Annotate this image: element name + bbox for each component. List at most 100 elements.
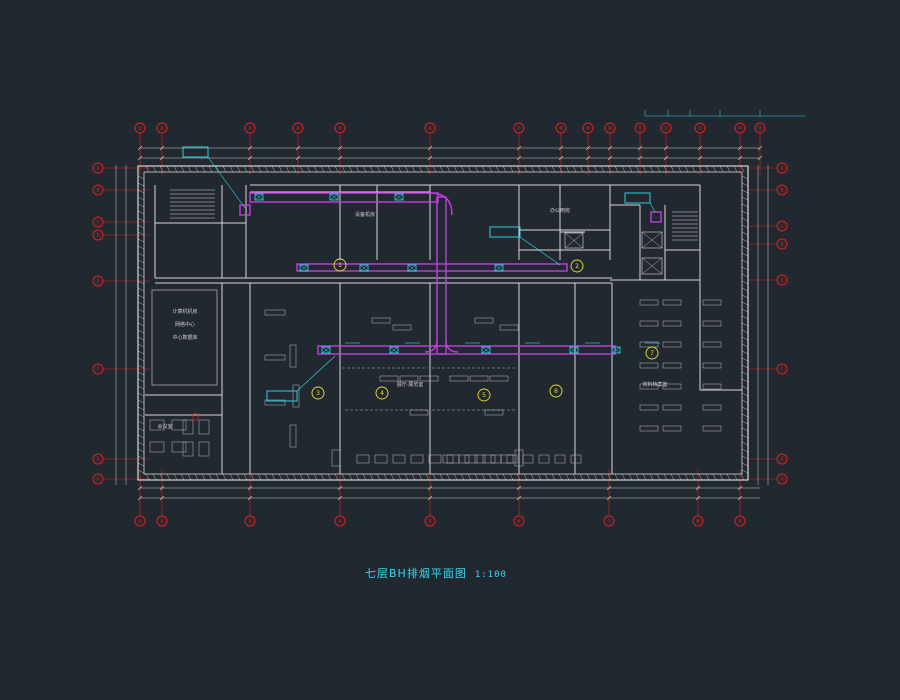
dimension-tick [295,145,301,151]
desk [702,362,722,369]
axis-bubble-bottom-circle [603,515,615,527]
wall-hatch [741,294,749,299]
wall-hatch [572,165,577,173]
wall-hatch [137,364,145,369]
axis-bubble-left-label: Ⓐ [95,164,101,172]
wall-hatch [208,473,213,481]
computer-room-box [151,289,218,386]
dimension-tick [695,485,701,491]
desk [474,454,486,464]
wall-hatch [222,473,227,481]
wall-hatch [663,165,668,173]
dimension-tick [137,155,143,161]
wall-hatch [741,189,749,194]
wall-hatch [460,473,465,481]
dimension-tick [247,495,253,501]
axis-bubble-bottom-label: ⑦ [607,518,612,525]
exhaust-outlet [321,346,331,354]
wall-hatch [137,203,145,208]
wall-hatch [740,165,745,173]
elevator-shaft [564,232,584,249]
wall-hatch [670,165,675,173]
wall-hatch [741,343,749,348]
desk [442,454,454,464]
wall-hatch [565,473,570,481]
axis-bubble-left-circle [92,229,104,241]
wall-hatch [411,473,416,481]
wall-hatch [137,315,145,320]
desk [428,454,442,464]
smoke-zone-circle [333,258,347,272]
wall-hatch [137,329,145,334]
desk [392,454,406,464]
axis-bubble-top-circle [292,122,304,134]
axis-bubble-right-circle [776,238,788,250]
wall-hatch [362,165,367,173]
exhaust-outlet [299,264,309,272]
exhaust-outlet [611,346,621,354]
wall-hatch [334,473,339,481]
wall-hatch [145,165,150,173]
elevator-cross [641,231,663,249]
wall-hatch [137,462,145,467]
axis-bubble-right-circle [776,162,788,174]
wall-hatch [467,473,472,481]
axis-bubble-right-circle [776,453,788,465]
wall-hatch [137,420,145,425]
outlet-x [407,264,417,272]
axis-bubble-bottom-circle [334,515,346,527]
desk [702,320,722,327]
axis-bubble-top-circle [694,122,706,134]
desk [371,317,391,324]
wall-hatch [278,473,283,481]
wall-hatch [137,350,145,355]
wall-hatch [152,473,157,481]
desk [149,441,165,453]
wall-hatch [741,175,749,180]
axis-bubble-top-circle [156,122,168,134]
red-marker [192,413,199,421]
wall-hatch [369,165,374,173]
wall-hatch [741,420,749,425]
wall-hatch [551,165,556,173]
dimension-tick [695,495,701,501]
duct-riser [650,211,662,223]
wall-hatch [201,165,206,173]
wall-hatch [376,473,381,481]
wall-hatch [656,473,661,481]
wall-hatch [432,165,437,173]
axis-bubble-right-label: Ⓕ [779,365,785,373]
dimension-tick [663,145,669,151]
wall-hatch [137,280,145,285]
wall-hatch [137,371,145,376]
wall-hatch [425,473,430,481]
wall-hatch [509,165,514,173]
wall-hatch [481,473,486,481]
desk [639,425,659,432]
desk [356,454,370,464]
wall-hatch [229,165,234,173]
wall-hatch [741,378,749,383]
wall-hatch [320,165,325,173]
desk [264,399,286,406]
dimension-tick [295,155,301,161]
wall-hatch [741,427,749,432]
dimension-tick [585,155,591,161]
wall-hatch [215,473,220,481]
wall-hatch [137,308,145,313]
smoke-zone-circle [570,259,584,273]
wall-hatch [741,252,749,257]
smoke-zone-number: 2 [575,263,579,270]
outer-wall [137,165,749,481]
wall-hatch [229,473,234,481]
dimension-tick [516,155,522,161]
axis-bubble-right-label: Ⓑ [779,186,785,194]
wall-hatch [390,473,395,481]
desk [198,441,210,457]
axis-bubble-left-circle [92,216,104,228]
wall-hatch [488,165,493,173]
exhaust-outlet [569,346,579,354]
wall-hatch [741,434,749,439]
wall-hatch [558,473,563,481]
